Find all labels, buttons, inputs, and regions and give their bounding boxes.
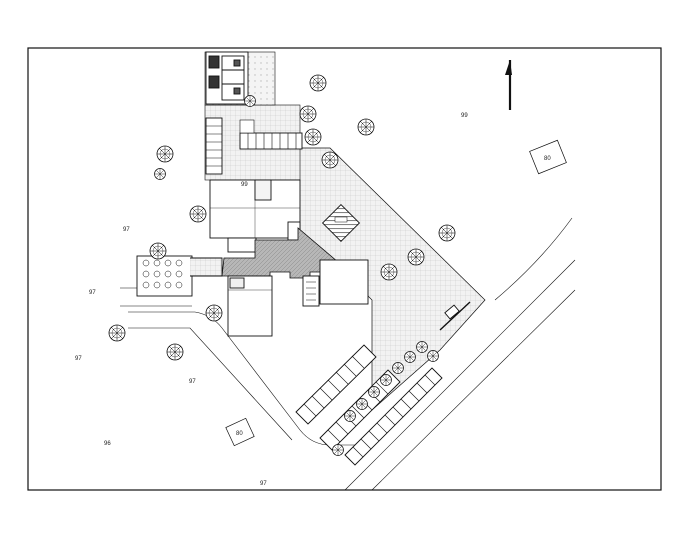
pad-right — [529, 139, 567, 175]
elevation-label: 97 — [189, 379, 196, 385]
parking-diagonal-upper — [295, 344, 377, 425]
parking-north — [205, 117, 303, 175]
elevation-label: 97 — [75, 356, 82, 362]
elevation-label: 96 — [104, 441, 111, 447]
east-wing — [302, 259, 369, 307]
elevation-label: 99 — [241, 182, 248, 188]
hatched-pavilion — [321, 203, 361, 243]
courtyard — [221, 227, 339, 279]
north-annex — [205, 51, 249, 105]
north-arrow-icon — [505, 60, 512, 110]
entrance-gate — [439, 301, 471, 331]
elevation-label: 97 — [89, 290, 96, 296]
elevation-label: 97 — [123, 227, 130, 233]
main-building-lower — [227, 275, 273, 337]
pad-label: 80 — [544, 156, 551, 162]
road-lines — [128, 217, 576, 491]
west-pavilion — [120, 255, 223, 307]
elevation-label: 97 — [260, 481, 267, 487]
pad-left — [225, 417, 255, 447]
elevation-label: 99 — [461, 113, 468, 119]
pad-label: 80 — [236, 431, 243, 437]
parking-roadside — [344, 367, 443, 466]
main-building-upper — [209, 179, 301, 253]
